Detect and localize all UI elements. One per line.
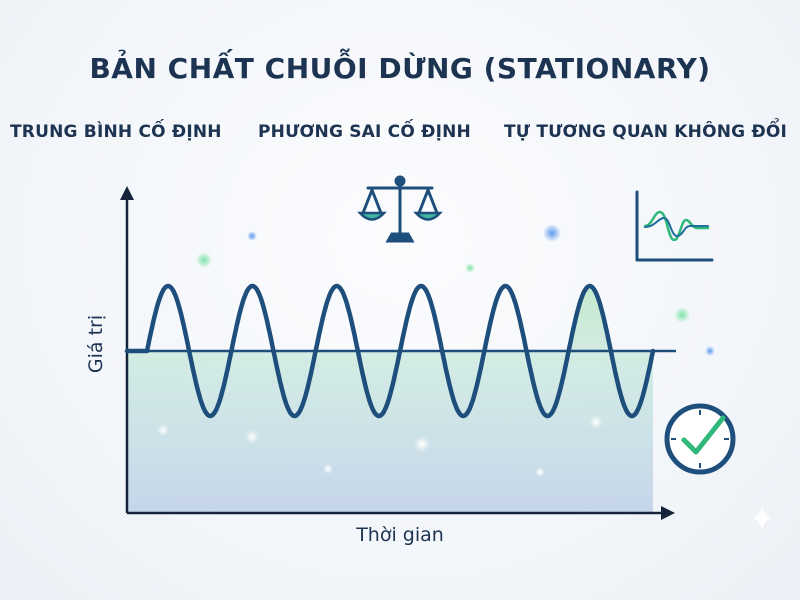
balance-scale-icon	[357, 175, 443, 243]
below-mean-area	[127, 351, 653, 513]
highlighted-peak-area	[569, 286, 610, 351]
property-constant-autocorrelation: TỰ TƯƠNG QUAN KHÔNG ĐỔI	[504, 122, 788, 142]
sparkle-icon	[752, 506, 772, 530]
page-title: BẢN CHẤT CHUỖI DỪNG (STATIONARY)	[89, 52, 711, 85]
property-constant-mean: TRUNG BÌNH CỐ ĐỊNH	[10, 122, 222, 142]
background-sparkles	[157, 224, 715, 477]
clock-check-icon	[664, 403, 736, 475]
x-axis-label: Thời gian	[356, 524, 444, 546]
axes	[120, 186, 675, 520]
y-axis-label: Giá trị	[85, 314, 107, 374]
property-constant-variance: PHƯƠNG SAI CỐ ĐỊNH	[258, 122, 471, 142]
autocorrelation-plot-icon	[635, 190, 714, 262]
stationary-wave	[124, 283, 656, 419]
